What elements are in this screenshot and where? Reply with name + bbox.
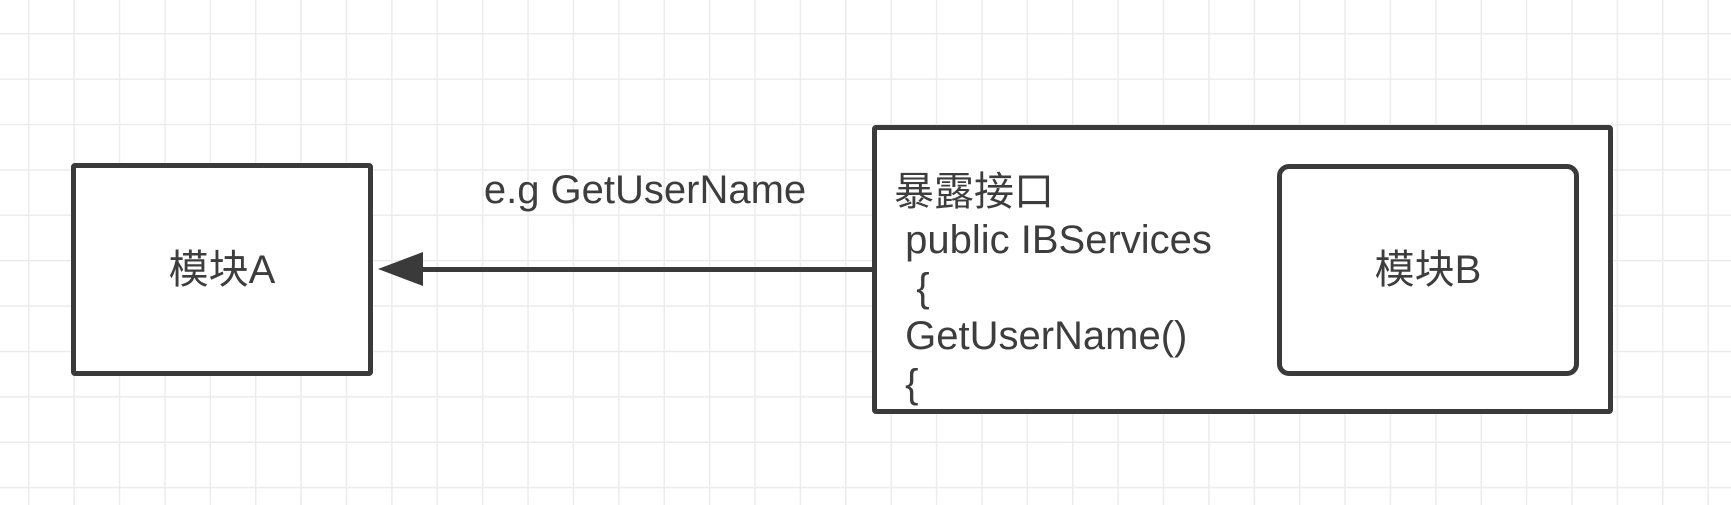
interface-code-text: 暴露接口 public IBServices { GetUserName() { [894,170,1212,406]
module-b-label: 模块B [1374,248,1482,292]
module-a-box: 模块A [71,163,373,376]
arrow-label: e.g GetUserName [483,168,807,212]
arrow-left-head-icon [378,252,423,286]
module-b-box: 模块B [1277,164,1579,376]
arrow-line [420,267,873,272]
module-a-label: 模块A [168,247,276,292]
